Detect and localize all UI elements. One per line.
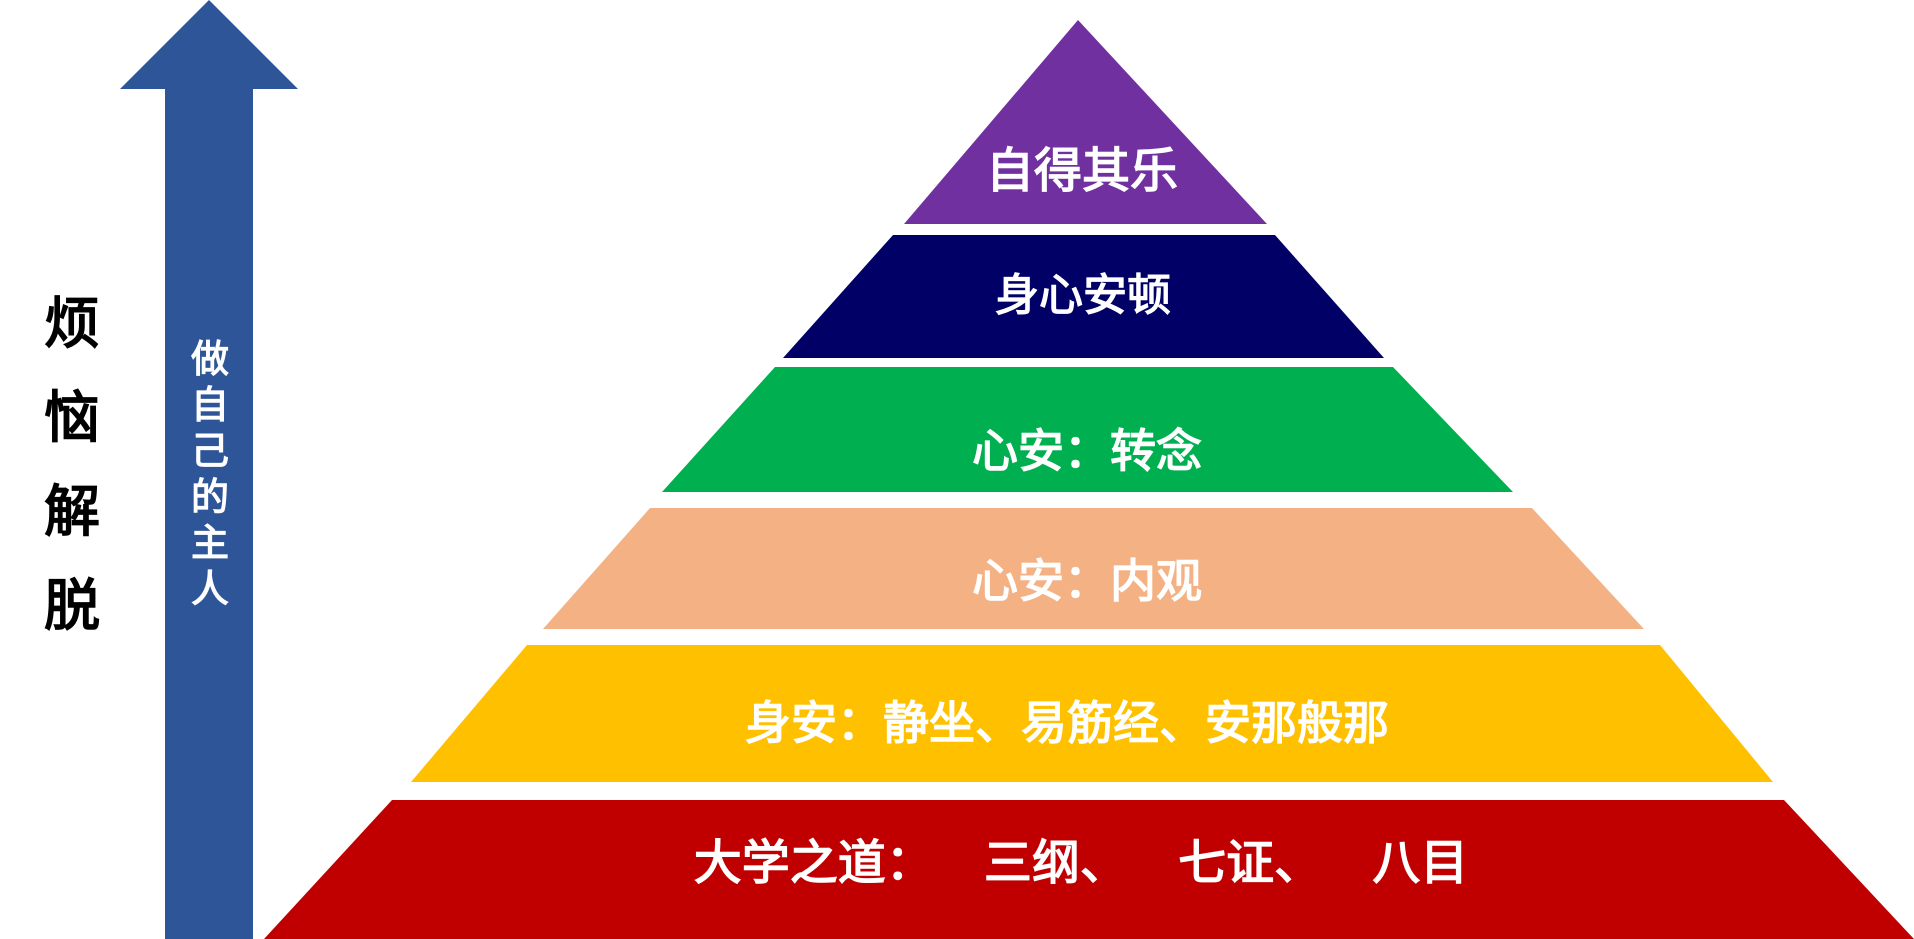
- arrow-label-char: 主: [190, 521, 229, 565]
- pyramid-tier-1: [904, 20, 1267, 224]
- up-arrow-shape: [120, 0, 298, 939]
- pyramid-tier-2: [783, 235, 1384, 358]
- side-title-char: 脱: [44, 574, 100, 639]
- pyramid-tier-3: [662, 367, 1513, 492]
- arrow-label-char: 人: [190, 567, 229, 611]
- arrow-label: 做 自 己 的 主 人: [185, 338, 235, 610]
- pyramid-tier-4: [543, 508, 1644, 629]
- side-title: 烦 恼 解 脱: [40, 295, 104, 637]
- arrow-label-char: 的: [190, 475, 229, 519]
- tier-label-1: 自得其乐: [986, 143, 1178, 199]
- tier-label-3: 心安：转念: [972, 424, 1202, 478]
- tier-label-4: 心安：内观: [972, 554, 1202, 608]
- arrow-label-char: 做: [190, 337, 229, 381]
- tier-label-2: 身心安顿: [995, 270, 1171, 321]
- arrow-label-char: 自: [190, 383, 229, 427]
- tier-label-6: 大学之道： 三纲、 七证、 八目: [694, 835, 1468, 891]
- side-title-char: 解: [44, 480, 100, 545]
- pyramid-tier-6: [264, 800, 1914, 939]
- side-title-char: 恼: [44, 386, 100, 451]
- tier-label-5: 身安：静坐、易筋经、安那般那: [745, 696, 1389, 750]
- side-title-char: 烦: [44, 292, 100, 357]
- arrow-label-char: 己: [190, 429, 229, 473]
- pyramid-tier-5: [411, 645, 1773, 782]
